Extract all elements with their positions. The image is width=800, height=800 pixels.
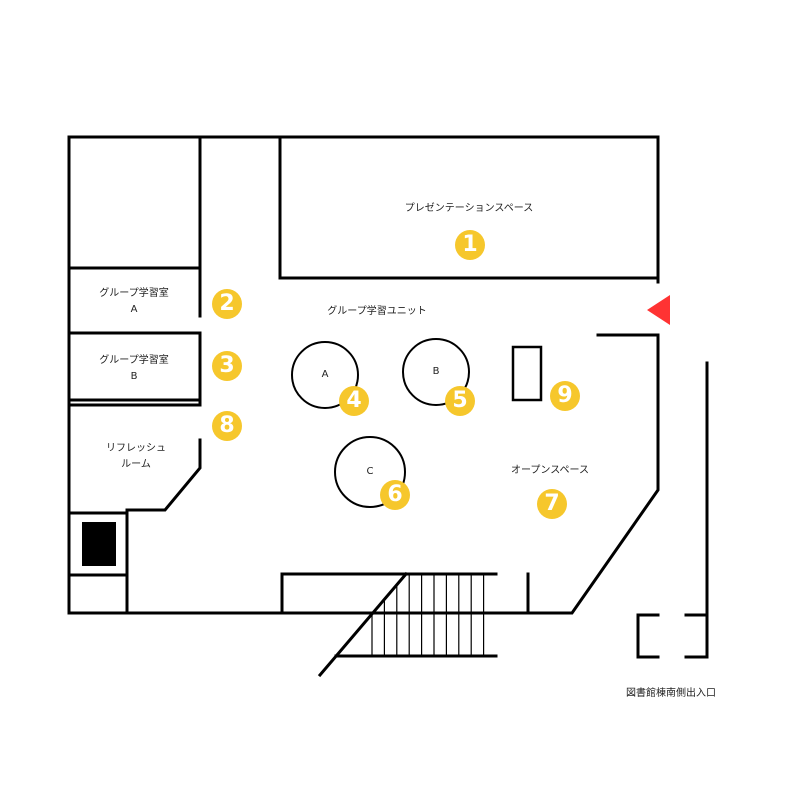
group-table-b[interactable] [402, 338, 470, 406]
table-c-label: C [366, 466, 374, 477]
marker-5[interactable]: 5 [445, 386, 475, 416]
marker-6[interactable]: 6 [380, 480, 410, 510]
counter [511, 345, 543, 402]
triangle-left-icon [647, 295, 670, 325]
marker-3[interactable]: 3 [212, 351, 242, 381]
marker-1[interactable]: 1 [455, 230, 485, 260]
group-unit-label: グループ学習ユニット [327, 306, 427, 317]
table-b-label: B [432, 366, 440, 377]
refresh-room-label: リフレッシュ ルーム [106, 443, 166, 470]
table-a-label: A [321, 369, 329, 380]
open-space-label: オープンスペース [511, 465, 589, 476]
presentation-space-label: プレゼンテーションスペース [404, 203, 534, 214]
black-box-icon [82, 522, 116, 566]
group-table-a[interactable] [291, 341, 359, 409]
marker-9[interactable]: 9 [550, 381, 580, 411]
marker-2[interactable]: 2 [212, 289, 242, 319]
entrance-caption: 図書館棟南側出入口 [626, 688, 716, 699]
marker-7[interactable]: 7 [537, 489, 567, 519]
group-table-c[interactable] [334, 436, 406, 508]
marker-8[interactable]: 8 [212, 411, 242, 441]
group-room-b-label: グループ学習室 B [99, 355, 169, 382]
walls [67, 135, 709, 659]
staircase [317, 571, 498, 678]
marker-4[interactable]: 4 [339, 386, 369, 416]
group-room-a-label: グループ学習室 A [99, 288, 169, 315]
